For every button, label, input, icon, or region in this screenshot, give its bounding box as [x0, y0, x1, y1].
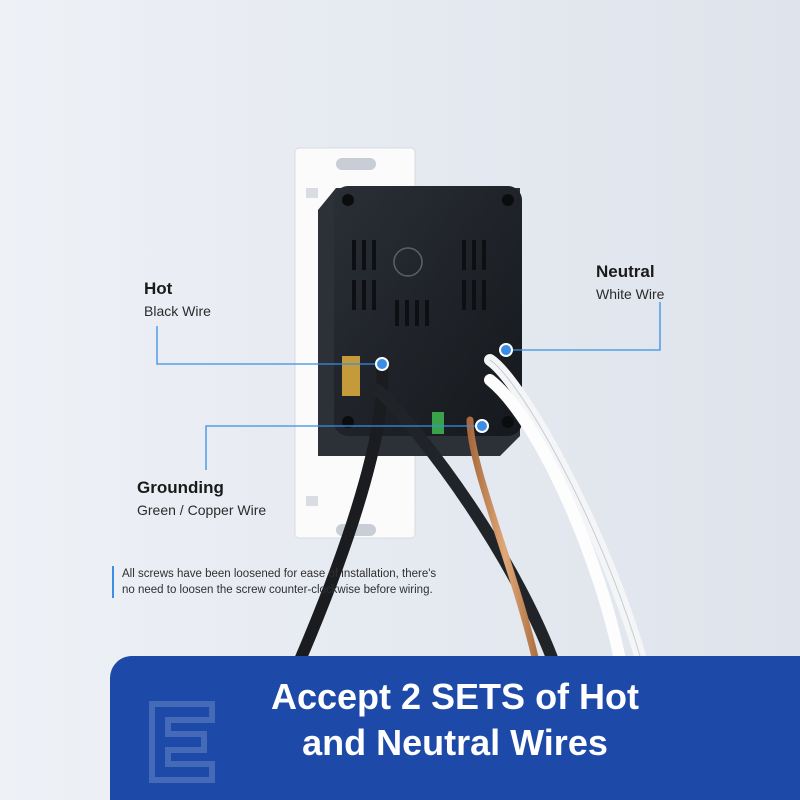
grounding-title: Grounding	[137, 478, 224, 497]
wires	[294, 354, 646, 686]
note-line-2: no need to loosen the screw counter-cloc…	[122, 584, 433, 596]
hot-marker	[375, 357, 389, 371]
brand-e-icon	[149, 701, 215, 783]
hot-title: Hot	[144, 279, 173, 298]
banner-line-2: and Neutral Wires	[302, 722, 608, 763]
neutral-subtitle: White Wire	[596, 286, 665, 302]
hot-callout: Hot Black Wire	[144, 279, 211, 319]
grounding-subtitle: Green / Copper Wire	[137, 502, 267, 518]
neutral-callout: Neutral White Wire	[596, 262, 664, 302]
ground-marker	[475, 419, 489, 433]
receptacle-housing	[318, 186, 522, 456]
neutral-title: Neutral	[596, 262, 655, 281]
grounding-callout: Grounding Green / Copper Wire	[137, 478, 266, 518]
banner-line-1: Accept 2 SETS of Hot	[270, 676, 640, 717]
neutral-marker	[499, 343, 513, 357]
headline-banner: Accept 2 SETS of Hot and Neutral Wires	[110, 656, 800, 800]
banner-title: Accept 2 SETS of Hot and Neutral Wires	[110, 674, 800, 766]
note-line-1: All screws have been loosened for ease o…	[122, 568, 437, 580]
hot-subtitle: Black Wire	[144, 303, 211, 319]
installation-note: All screws have been loosened for ease o…	[112, 566, 482, 598]
callout-lines	[156, 302, 661, 470]
